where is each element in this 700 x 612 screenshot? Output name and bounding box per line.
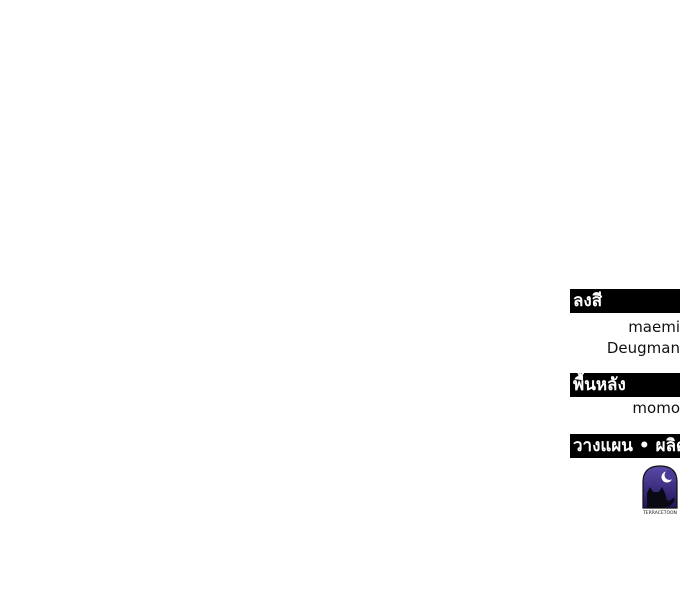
background-artist-name: momo [632, 399, 680, 417]
studio-logo: TERRACETOON [570, 464, 680, 516]
cat-moon-logo-icon: TERRACETOON [642, 465, 678, 516]
colorist-name: maemi [628, 318, 680, 336]
credits-panel: ลงสี maemi Deugman พื้นหลัง momo วางแผน … [570, 289, 680, 516]
colorist-heading: ลงสี [570, 289, 680, 313]
background-heading: พื้นหลัง [570, 373, 680, 397]
production-heading: วางแผน • ผลิต [570, 434, 680, 458]
logo-text: TERRACETOON [642, 510, 677, 516]
colorist-name: Deugman [606, 339, 680, 357]
